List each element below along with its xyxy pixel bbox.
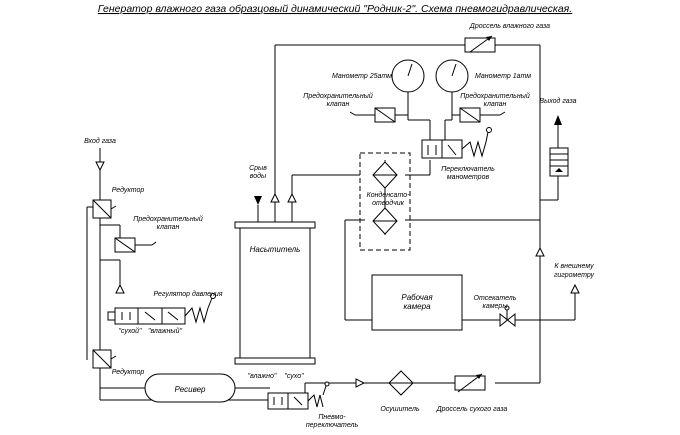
safety-valve-top-right: Предохранительный клапан	[459, 92, 530, 123]
chamber-cutoff-valve: Отсекатель камеры	[474, 295, 517, 328]
regulator-dry-label: "сухой"	[118, 327, 142, 335]
gas-output-label: Выход газа	[539, 97, 576, 105]
pressure-regulator: Регулятор давления "сухой" "влажный"	[107, 283, 223, 335]
hygrometer-label-1: К внешнему	[554, 263, 594, 270]
receiver-label: Ресивер	[175, 385, 207, 394]
pneumo-label-2: переключатель	[306, 422, 359, 429]
manometer-1-label: Манометр 1атм	[475, 73, 531, 80]
pipelines	[86, 44, 576, 401]
inlet-label: Вход газа	[84, 137, 116, 145]
work-chamber-label-1: Рабочая	[401, 293, 433, 302]
reducer-top-label: Редуктор	[112, 186, 145, 194]
cutoff-label-1: Отсекатель	[474, 295, 517, 302]
hygrometer-label-2: гигрометру	[554, 272, 595, 279]
safety-top-right-label-1: Предохранительный	[460, 92, 530, 100]
water-drain: Срыв воды	[249, 165, 297, 205]
regulator-wet-label: "влажный"	[148, 327, 182, 335]
manometer-25-label: Манометр 25атм	[332, 73, 392, 80]
saturator-label: Насытитель	[250, 245, 301, 254]
saturator: Насытитель	[234, 221, 316, 365]
manometer-switch: Переключатель манометров	[421, 127, 495, 181]
safety-top-left-label-2: клапан	[327, 101, 350, 108]
manometer-25atm: Манометр 25атм	[332, 59, 425, 95]
safety-left-label-1: Предохранительный	[133, 215, 203, 223]
safety-top-right-label-2: клапан	[484, 101, 507, 108]
reducer-top: Редуктор	[92, 186, 145, 219]
pneumo-wet-label: "влажно"	[248, 373, 277, 380]
safety-left-label-2: клапан	[157, 224, 180, 231]
pneumo-label-1: Пневмо-	[318, 414, 346, 421]
receiver: Ресивер	[144, 373, 236, 403]
wet-gas-throttle: Дроссель влажного газа	[464, 23, 550, 53]
wet-throttle-label: Дроссель влажного газа	[469, 23, 550, 30]
pneumo-dry-label: "сухо"	[284, 373, 304, 380]
man-switch-label-1: Переключатель	[441, 166, 495, 173]
pneumo-switch: "влажно" "сухо" Пневмо- переключатель	[248, 373, 359, 429]
hygrometer-output: К внешнему гигрометру	[535, 246, 595, 294]
reducer-bottom-label: Редуктор	[112, 368, 145, 376]
condensate-traps: Конденсато- отводчик	[359, 152, 411, 251]
reducer-bottom: Редуктор	[92, 349, 145, 376]
flow-arrow-dry	[355, 378, 366, 388]
regulator-label: Регулятор давления	[153, 290, 222, 298]
work-chamber-label-2: камера	[403, 302, 431, 311]
safety-valve-left: Предохранительный клапан	[114, 215, 203, 253]
condensate-label-1: Конденсато-	[367, 191, 411, 199]
diagram-title: Генератор влажного газа образцовый динам…	[98, 3, 572, 15]
safety-top-left-label-1: Предохранительный	[303, 92, 373, 100]
work-chamber: Рабочая камера	[371, 274, 463, 331]
cutoff-label-2: камеры	[483, 303, 509, 310]
dry-gas-throttle: Дроссель сухого газа	[436, 373, 508, 413]
dry-throttle-label: Дроссель сухого газа	[436, 406, 508, 413]
safety-valve-top-left: Предохранительный клапан	[303, 92, 396, 123]
dryer: Осушитель	[380, 370, 420, 413]
condensate-label-2: отводчик	[372, 199, 405, 207]
dryer-label: Осушитель	[380, 406, 420, 413]
drain-label-2: воды	[250, 172, 267, 180]
man-switch-label-2: манометров	[447, 174, 490, 181]
gas-output: Выход газа	[539, 97, 577, 177]
drain-label-1: Срыв	[249, 165, 267, 172]
gas-inlet: Вход газа	[84, 137, 116, 172]
manometer-1atm: Манометр 1атм	[435, 59, 531, 95]
